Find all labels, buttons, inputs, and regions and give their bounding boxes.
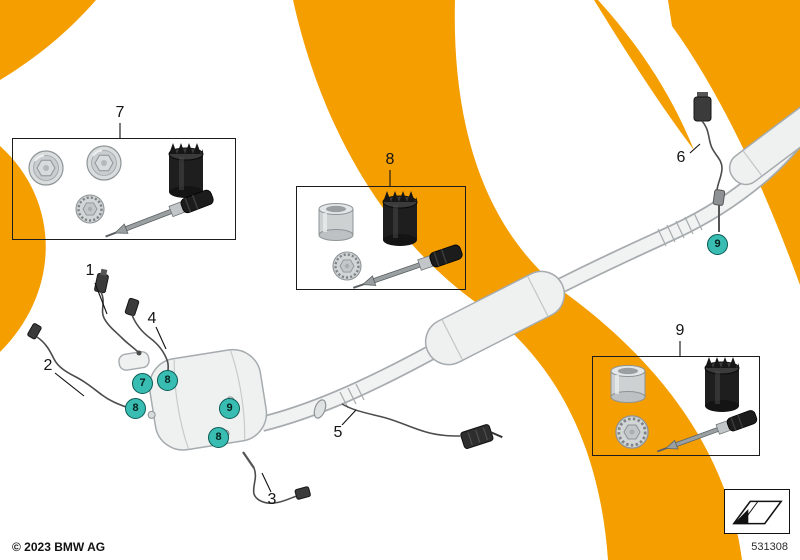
callout-4-label[interactable]: 4: [147, 310, 157, 327]
swoosh-left: [0, 146, 46, 352]
swoosh-top-left: [0, 0, 96, 80]
callout-2-label[interactable]: 2: [43, 357, 53, 374]
kit-8-label[interactable]: 8: [385, 151, 395, 168]
diagram-number: 531308: [751, 540, 788, 553]
callout-6-label[interactable]: 6: [676, 149, 686, 166]
rear-pipe-drawing: [728, 103, 800, 186]
callout-leader-lines: [54, 123, 701, 493]
temperature-sensor-3-drawing: [242, 451, 311, 504]
kit-7-box: [12, 138, 236, 240]
particulate-filter-drawing: [118, 348, 268, 451]
position-marker-8[interactable]: 8: [208, 427, 229, 448]
position-marker-9[interactable]: 9: [707, 234, 728, 255]
callout-1-label[interactable]: 1: [85, 262, 95, 279]
temperature-sensor-4-drawing: [124, 297, 170, 372]
kit-9-label[interactable]: 9: [675, 322, 685, 339]
position-marker-9[interactable]: 9: [219, 398, 240, 419]
exhaust-system-drawing: [118, 103, 800, 451]
callout-3-label[interactable]: 3: [267, 491, 277, 508]
callout-5-label[interactable]: 5: [333, 424, 343, 441]
position-marker-8[interactable]: 8: [125, 398, 146, 419]
sensors-and-wiring: [27, 92, 726, 504]
position-marker-8[interactable]: 8: [157, 370, 178, 391]
foldout-box[interactable]: [724, 489, 790, 534]
wiring-harness-5-drawing: [341, 403, 503, 449]
temperature-sensor-2-drawing: [27, 323, 127, 408]
swoosh-top-right-small: [594, 0, 694, 150]
pipe-clamp: [313, 399, 327, 419]
oxygen-sensor-6-drawing: [693, 92, 726, 232]
kit-9-box: [592, 356, 760, 456]
catalytic-converter-drawing: [424, 270, 566, 366]
swoosh-top-right: [668, 0, 800, 285]
kit-8-box: [296, 186, 466, 290]
flex-section-hatching: [339, 212, 703, 409]
oxygen-sensor-1-drawing: [94, 268, 142, 356]
kit-7-label[interactable]: 7: [115, 104, 125, 121]
position-marker-7[interactable]: 7: [132, 373, 153, 394]
foldout-icon: [732, 500, 783, 524]
copyright-text: © 2023 BMW AG: [12, 539, 106, 554]
